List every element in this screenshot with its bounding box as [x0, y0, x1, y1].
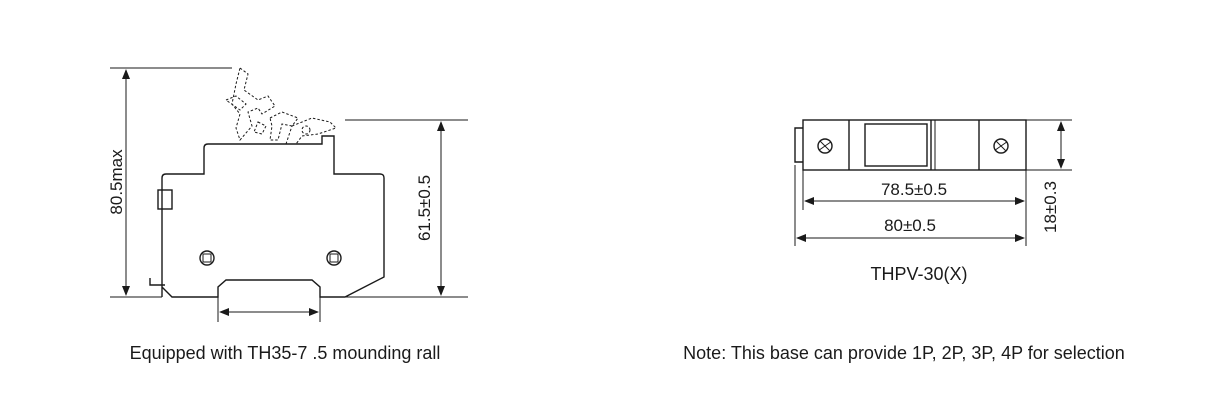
left-terminal-screw	[199, 250, 215, 266]
open-handle-outline	[224, 67, 337, 145]
left-caption: Equipped with TH35-7 .5 mounding rall	[130, 343, 441, 363]
height-max-label: 80.5max	[107, 149, 126, 215]
right-terminal-screw	[326, 250, 342, 266]
side-view: 80.5max 61.5±0.5	[107, 67, 468, 363]
left-top-screw	[817, 138, 833, 154]
outer-length-label: 80±0.5	[884, 216, 936, 235]
top-view: 78.5±0.5 80±0.5 18±0.3 THPV-30(X) Note: …	[683, 119, 1125, 363]
left-tab	[794, 127, 803, 163]
height-body-label: 61.5±0.5	[415, 175, 434, 241]
model-label: THPV-30(X)	[870, 264, 967, 284]
side-clip	[157, 189, 173, 210]
width-label: 18±0.3	[1041, 181, 1060, 233]
fuse-window	[864, 123, 928, 167]
fuse-base-body	[161, 135, 385, 298]
right-top-screw	[993, 138, 1009, 154]
left-foot	[149, 278, 165, 286]
right-caption: Note: This base can provide 1P, 2P, 3P, …	[683, 343, 1125, 363]
inner-length-label: 78.5±0.5	[881, 180, 947, 199]
top-body	[802, 119, 1027, 171]
